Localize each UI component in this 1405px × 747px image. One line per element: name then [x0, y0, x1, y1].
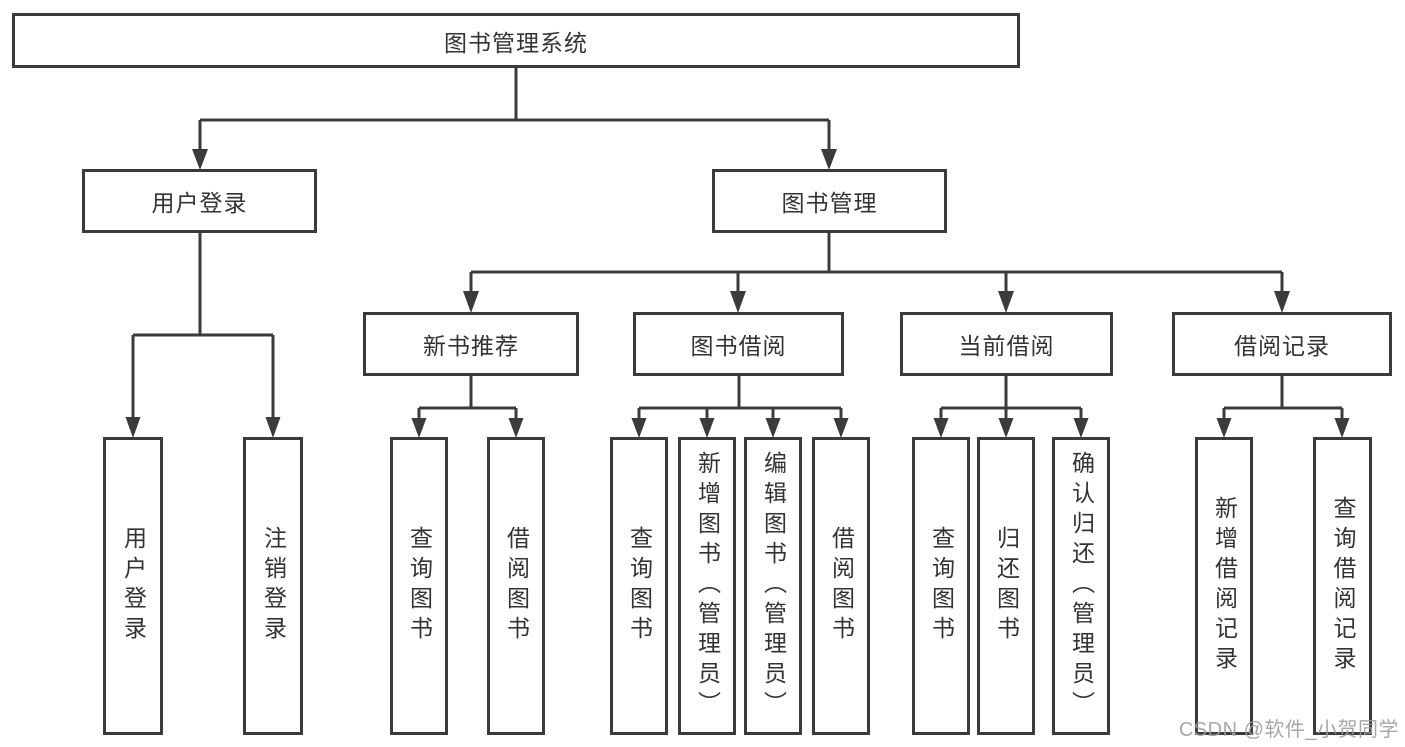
node-label: 确认归还（管理员） [1068, 451, 1095, 721]
node-label: 查询图书 [928, 526, 955, 646]
node-book-borrow: 图书借阅 [633, 312, 844, 376]
node-label: 注销登录 [260, 526, 287, 646]
node-label: 借阅图书 [828, 526, 855, 646]
leaf-add-borrow-record: 新增借阅记录 [1195, 437, 1253, 735]
node-label: 查询借阅记录 [1330, 496, 1356, 676]
connector-book-borrow-to-children [631, 376, 849, 438]
node-label: 新增借阅记录 [1211, 496, 1238, 676]
node-label: 新书推荐 [423, 333, 519, 359]
watermark-text: CSDN @软件_小贺同学 [1178, 719, 1399, 741]
node-label: 查询图书 [406, 526, 433, 646]
connector-user-login-to-children [125, 233, 281, 438]
node-borrow-records: 借阅记录 [1172, 312, 1392, 376]
leaf-confirm-return-admin: 确认归还（管理员） [1052, 437, 1110, 735]
node-label: 当前借阅 [958, 333, 1055, 359]
leaf-query-borrow-record: 查询借阅记录 [1313, 437, 1372, 735]
node-book-management: 图书管理 [712, 169, 947, 233]
connector-new-book-to-children [411, 376, 524, 438]
connector-book-management-to-level3 [463, 233, 1290, 313]
leaf-add-books-admin: 新增图书（管理员） [678, 437, 736, 735]
node-user-login: 用户登录 [82, 169, 317, 233]
node-label: 归还图书 [993, 526, 1020, 646]
node-new-book-recommend: 新书推荐 [363, 312, 579, 376]
leaf-user-login: 用户登录 [103, 437, 163, 735]
node-label: 新增图书（管理员） [694, 451, 721, 721]
node-label: 借阅图书 [503, 526, 530, 646]
leaf-query-books-recommend: 查询图书 [390, 437, 448, 735]
leaf-logout: 注销登录 [243, 437, 303, 735]
node-label: 查询图书 [626, 526, 653, 646]
leaf-borrow-books-recommend: 借阅图书 [487, 437, 545, 735]
leaf-edit-books-admin: 编辑图书（管理员） [744, 437, 802, 735]
leaf-query-books-borrow: 查询图书 [610, 437, 668, 735]
node-label: 图书管理系统 [444, 29, 588, 56]
node-label: 用户登录 [120, 526, 147, 646]
node-current-borrow: 当前借阅 [900, 312, 1113, 376]
node-label: 用户登录 [151, 190, 248, 216]
leaf-return-books: 归还图书 [977, 437, 1035, 735]
connector-current-borrow-to-children [933, 376, 1089, 438]
node-label: 编辑图书（管理员） [760, 451, 787, 721]
node-label: 借阅记录 [1234, 333, 1330, 359]
connector-root-to-level2 [192, 68, 837, 170]
leaf-borrow-books: 借阅图书 [812, 437, 870, 735]
node-root: 图书管理系统 [12, 13, 1020, 68]
node-label: 图书借阅 [690, 333, 787, 359]
node-label: 图书管理 [781, 190, 878, 216]
leaf-query-books-current: 查询图书 [912, 437, 970, 735]
connector-borrow-records-to-children [1216, 376, 1350, 438]
